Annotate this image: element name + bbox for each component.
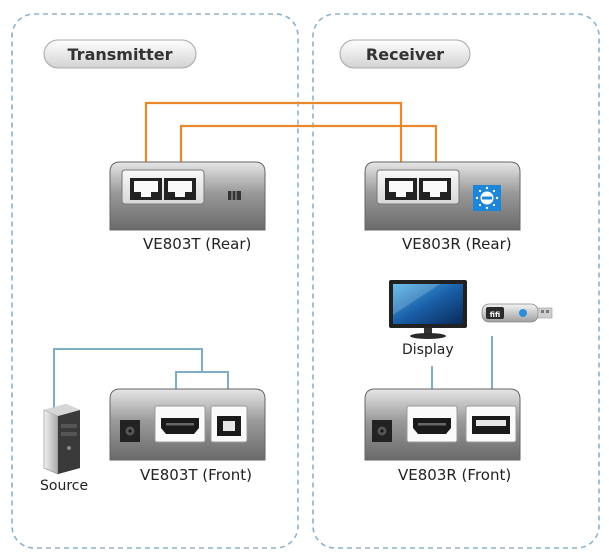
- transmitter-panel: [11, 13, 299, 549]
- receiver-panel: [312, 13, 600, 549]
- ve803t-front-label: VE803T (Front): [140, 466, 252, 484]
- usb-a-port-icon: [465, 405, 517, 443]
- ve803r-rear-unit: [364, 161, 521, 231]
- ve803t-front-unit: [109, 388, 266, 461]
- usb-b-port-icon: [210, 405, 248, 443]
- source-label: Source: [40, 478, 88, 494]
- usb-drive-brand: fifi: [490, 311, 500, 319]
- hdmi-port-icon: [406, 405, 458, 443]
- receiver-title: Receiver: [339, 39, 471, 69]
- transmitter-title: Transmitter: [43, 39, 197, 69]
- hdmi-port-icon: [154, 405, 206, 443]
- ve803r-rear-label: VE803R (Rear): [402, 235, 512, 253]
- receiver-label: Receiver: [366, 45, 444, 64]
- lcd-monitor-icon: [389, 280, 467, 339]
- computer-tower-icon: [43, 404, 80, 475]
- rj45-port-icon: [385, 178, 417, 200]
- usb-flash-drive-icon: fifi: [481, 303, 553, 323]
- settings-dial-icon: [473, 185, 501, 211]
- transmitter-label: Transmitter: [68, 45, 173, 64]
- ve803r-front-unit: [364, 388, 521, 461]
- ve803r-front-label: VE803R (Front): [398, 466, 511, 484]
- rj45-port-icon: [164, 178, 196, 200]
- rj45-port-icon: [130, 178, 162, 200]
- source-cables: [53, 348, 229, 408]
- ve803t-rear-label: VE803T (Rear): [143, 235, 251, 253]
- rj45-port-icon: [419, 178, 451, 200]
- dc-power-jack-icon: [372, 420, 392, 442]
- ve803t-rear-unit: [109, 161, 266, 231]
- cat-cables: [144, 101, 438, 174]
- power-switch: [228, 191, 241, 200]
- display-label: Display: [402, 342, 454, 358]
- dc-power-jack-icon: [120, 420, 140, 442]
